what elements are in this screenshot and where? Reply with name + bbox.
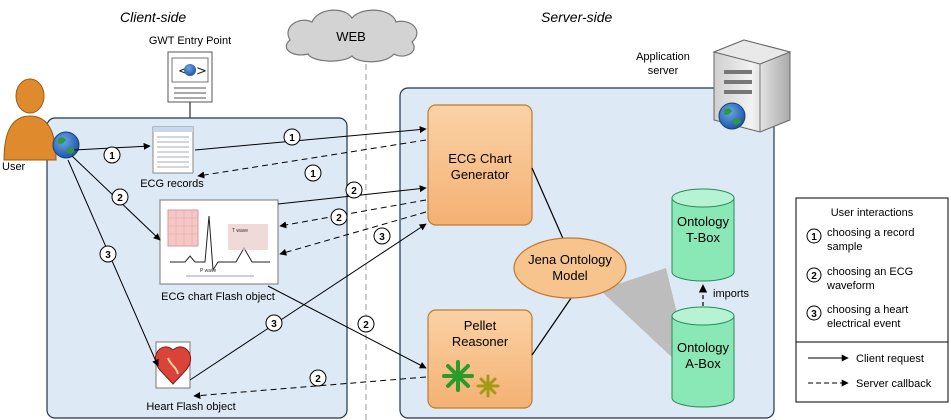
svg-text:3: 3 [811, 309, 817, 320]
ecg-chart-generator-box [427, 104, 533, 226]
generator-to-chart-callback-3 [279, 211, 427, 256]
chart-generator-line2: Generator [451, 167, 510, 182]
client-side-header: Client-side [120, 9, 186, 25]
badge-user-records: 1 [103, 146, 121, 164]
svg-text:choosing an ECG: choosing an ECG [827, 266, 913, 278]
chart-to-reasoner-arrow [267, 285, 427, 369]
imports-label: imports [713, 288, 750, 300]
tbox-cylinder [671, 188, 735, 282]
svg-text:waveform: waveform [826, 280, 875, 292]
svg-text:3: 3 [379, 232, 385, 243]
svg-text:P wave: P wave [200, 268, 217, 274]
web-label: WEB [336, 29, 366, 44]
user-label: User [2, 161, 26, 173]
ecg-records-label: ECG records [140, 178, 204, 190]
pellet-reasoner-box [427, 309, 533, 409]
svg-text:choosing a record: choosing a record [827, 227, 914, 239]
user-icon [3, 78, 80, 161]
heart-to-generator-arrow [189, 223, 427, 381]
jena-line1: Jena Ontology [528, 252, 612, 267]
user-to-heart-arrow [67, 159, 159, 367]
generator-model-link [531, 167, 569, 251]
app-server-label-line2: server [648, 65, 679, 77]
reasoner-gear-icon [442, 360, 500, 398]
reasoner-to-heart-callback [193, 376, 427, 399]
legend-item-2: 2 choosing an ECG waveform [806, 266, 913, 292]
svg-text:3: 3 [271, 319, 277, 330]
model-abox-link [600, 268, 692, 376]
abox-line2: A-Box [685, 356, 721, 371]
svg-text:2: 2 [315, 374, 321, 385]
badge-generator-records: 1 [304, 164, 322, 182]
abox-cylinder [671, 306, 735, 408]
svg-text:2: 2 [351, 186, 357, 197]
badge-chart-generator: 2 [345, 181, 363, 199]
tbox-line1: Ontology [677, 214, 730, 229]
svg-text:<: < [178, 64, 189, 79]
svg-text:2: 2 [117, 193, 123, 204]
svg-text:1: 1 [811, 232, 817, 243]
legend-client-request: Client request [856, 353, 924, 365]
svg-text:2: 2 [363, 320, 369, 331]
abox-line1: Ontology [677, 340, 730, 355]
legend-server-callback: Server callback [856, 378, 932, 390]
reasoner-model-link [531, 287, 579, 356]
badge-user-chart: 2 [111, 188, 129, 206]
gwt-entry-point-label: GWT Entry Point [149, 35, 231, 47]
jena-model-ellipse [513, 237, 627, 299]
generator-to-records-callback [197, 139, 427, 179]
application-server-icon [712, 39, 792, 133]
heart-thumbnail-icon [154, 341, 192, 389]
gwt-entry-page-icon: < > [167, 51, 213, 118]
badge-generator-chart-3: 3 [373, 227, 391, 245]
svg-text:electrical event: electrical event [827, 318, 900, 330]
legend-item-1: 1 choosing a record sample [806, 227, 914, 253]
records-to-generator-arrow [194, 126, 427, 151]
ecg-chart-thumbnail: P wave T wave [159, 199, 279, 285]
svg-text:1: 1 [109, 151, 115, 162]
chart-generator-line1: ECG Chart [448, 151, 512, 166]
badge-records-generator: 1 [283, 128, 301, 146]
legend-box [795, 197, 949, 403]
pellet-line1: Pellet [464, 318, 497, 333]
svg-text:3: 3 [105, 250, 111, 261]
svg-text:choosing a heart: choosing a heart [827, 304, 908, 316]
tbox-line2: T-Box [686, 230, 720, 245]
svg-text:2: 2 [811, 271, 817, 282]
app-server-label-line1: Application [636, 51, 690, 63]
legend-title: User interactions [831, 207, 914, 219]
svg-text:2: 2 [336, 213, 342, 224]
arrow-badges: 1 2 3 1 1 2 2 3 3 2 2 [99, 128, 391, 387]
badge-chart-reasoner: 2 [357, 315, 375, 333]
web-cloud-icon [285, 9, 418, 63]
legend: User interactions 1 choosing a record sa… [795, 197, 949, 403]
badge-generator-chart-2: 2 [330, 208, 348, 226]
svg-text:T wave: T wave [232, 228, 248, 234]
badge-user-heart: 3 [99, 245, 117, 263]
svg-text:1: 1 [289, 133, 295, 144]
svg-text:>: > [196, 64, 207, 79]
svg-text:sample: sample [827, 241, 862, 253]
pellet-line2: Reasoner [452, 334, 509, 349]
heart-flash-label: Heart Flash object [146, 401, 235, 413]
badge-heart-generator: 3 [265, 314, 283, 332]
badge-reasoner-heart: 2 [309, 369, 327, 387]
jena-line2: Model [552, 268, 588, 283]
generator-to-chart-callback-2 [279, 199, 427, 229]
ecg-chart-flash-label: ECG chart Flash object [161, 291, 275, 303]
legend-item-3: 3 choosing a heart electrical event [806, 304, 908, 330]
ecg-records-icon [152, 126, 194, 174]
svg-text:1: 1 [310, 169, 316, 180]
server-side-header: Server-side [541, 9, 613, 25]
